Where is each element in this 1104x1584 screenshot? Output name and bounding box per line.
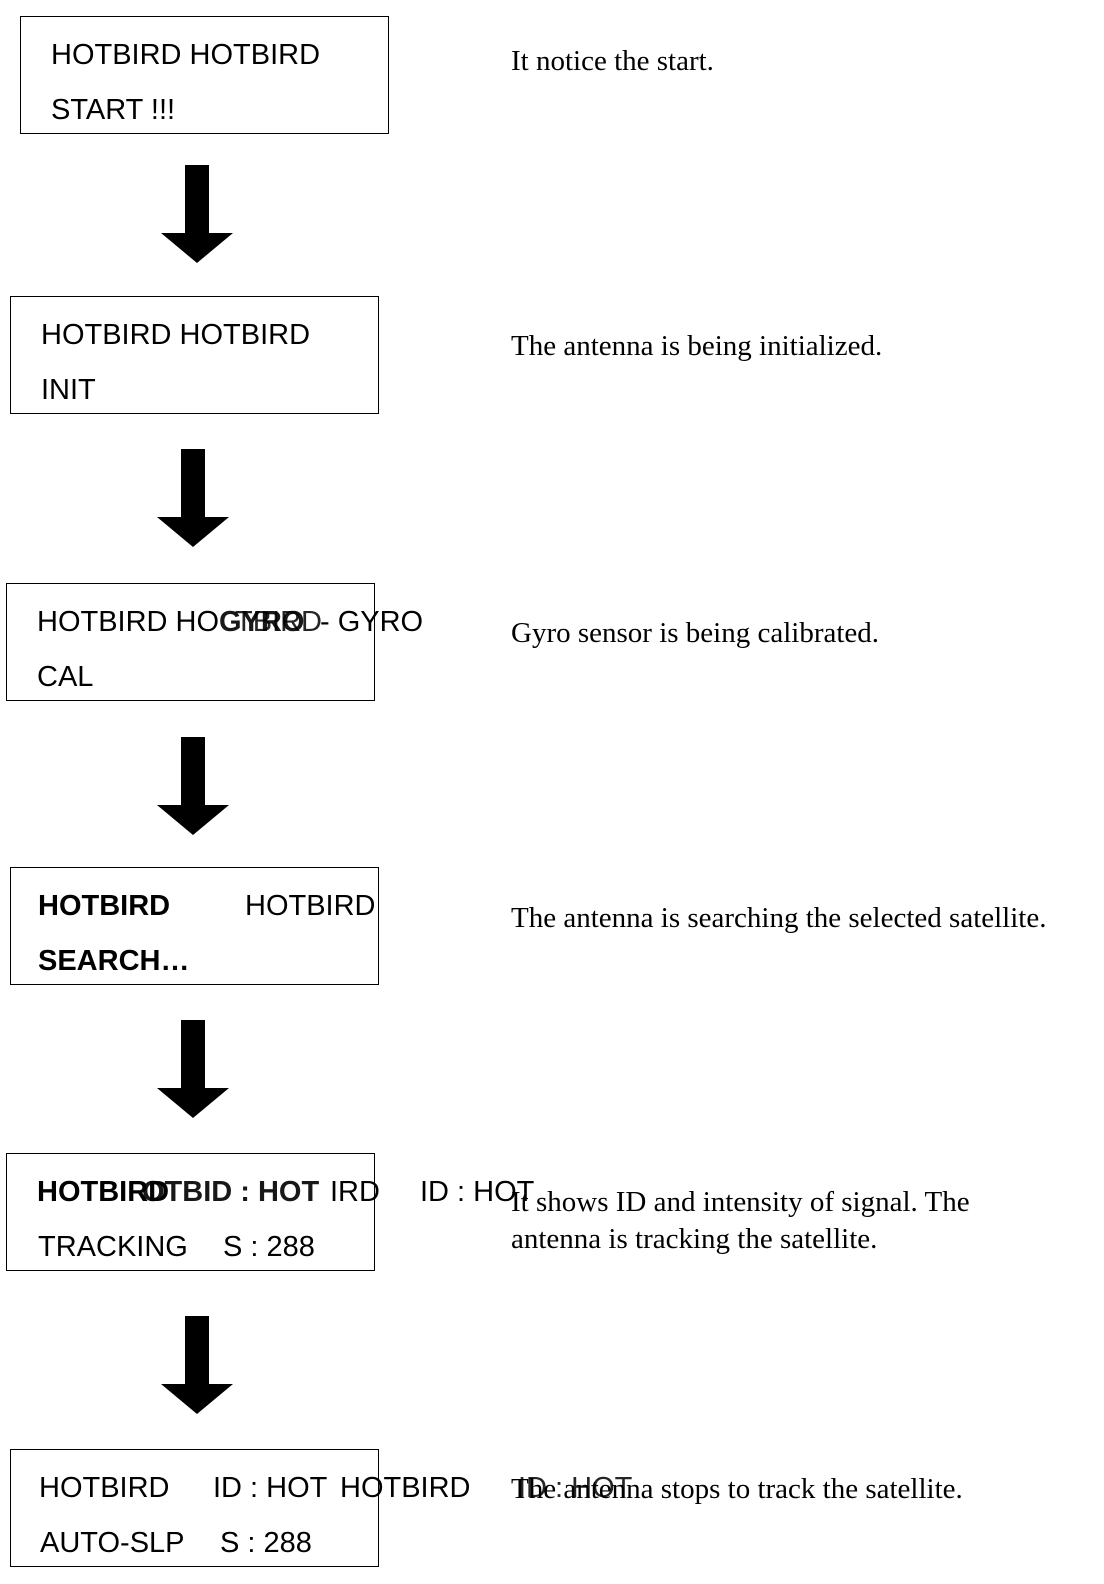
lcd-line2-mode: TRACKING [38, 1231, 188, 1263]
lcd-line1-part1: HOTBIRD HO [37, 606, 220, 638]
lcd-line2-bold: SEARCH… [38, 945, 190, 977]
lcd-line2: START !!! [51, 94, 176, 126]
lcd-line2: INIT [41, 374, 96, 406]
step-description-start: It notice the start. [511, 45, 714, 77]
lcd-line1-overlap-bold: GYRO [219, 606, 305, 638]
down-arrow-icon [161, 1316, 233, 1414]
lcd-line1: HOTBIRD HOTBIRD [51, 39, 321, 71]
lcd-line1: HOTBIRD HOTBIRD [41, 319, 311, 351]
down-arrow-icon [161, 165, 233, 263]
lcd-line1-id: ID : HOT [420, 1176, 535, 1208]
lcd-box-tracking: TRACKING S : 288 [6, 1153, 375, 1271]
lcd-box-init: HOTBIRD HOTBIRD INIT [10, 296, 379, 414]
step-description-tracking: It shows ID and intensity of signal. The… [511, 1186, 970, 1255]
step-description-gyro-cal: Gyro sensor is being calibrated. [511, 617, 880, 649]
lcd-line1-id: ID : HOT [213, 1472, 328, 1504]
lcd-line1-bold: HOTBIRD [38, 890, 171, 922]
lcd-line2-signal: S : 288 [223, 1231, 315, 1263]
lcd-line1-bold: HOTBIRD [37, 1176, 170, 1208]
step-description-init: The antenna is being initialized. [511, 330, 883, 362]
lcd-line2: CAL [37, 661, 94, 693]
lcd-line1-id-overlap: ID : HOT [518, 1472, 633, 1504]
step-description-auto-slp: The antenna stops to track the satellite… [511, 1473, 963, 1505]
lcd-line1-part2: - GYRO [320, 606, 424, 638]
lcd-line1-overlap-bold: OTBID : HOT [142, 1176, 320, 1208]
down-arrow-icon [157, 1020, 229, 1118]
lcd-box-auto-slp: AUTO-SLP S : 288 [10, 1449, 379, 1567]
lcd-line2-signal: S : 288 [220, 1527, 312, 1559]
lcd-line1-overlap: IRD [330, 1176, 380, 1208]
lcd-line2-mode: AUTO-SLP [40, 1527, 185, 1559]
lcd-box-search: HOTBIRD SEARCH… [10, 867, 379, 985]
lcd-line1-overlap: TBIRD [235, 606, 322, 638]
lcd-box-gyro-cal: CAL [6, 583, 375, 701]
step-description-search: The antenna is searching the selected sa… [511, 902, 1047, 934]
lcd-line1-part2: HOTBIRD [245, 890, 376, 922]
lcd-line1-overlap: HOTBIRD [340, 1472, 471, 1504]
down-arrow-icon [157, 737, 229, 835]
down-arrow-icon [157, 449, 229, 547]
lcd-line1-name: HOTBIRD [39, 1472, 170, 1504]
lcd-box-start: HOTBIRD HOTBIRD START !!! [20, 16, 389, 134]
